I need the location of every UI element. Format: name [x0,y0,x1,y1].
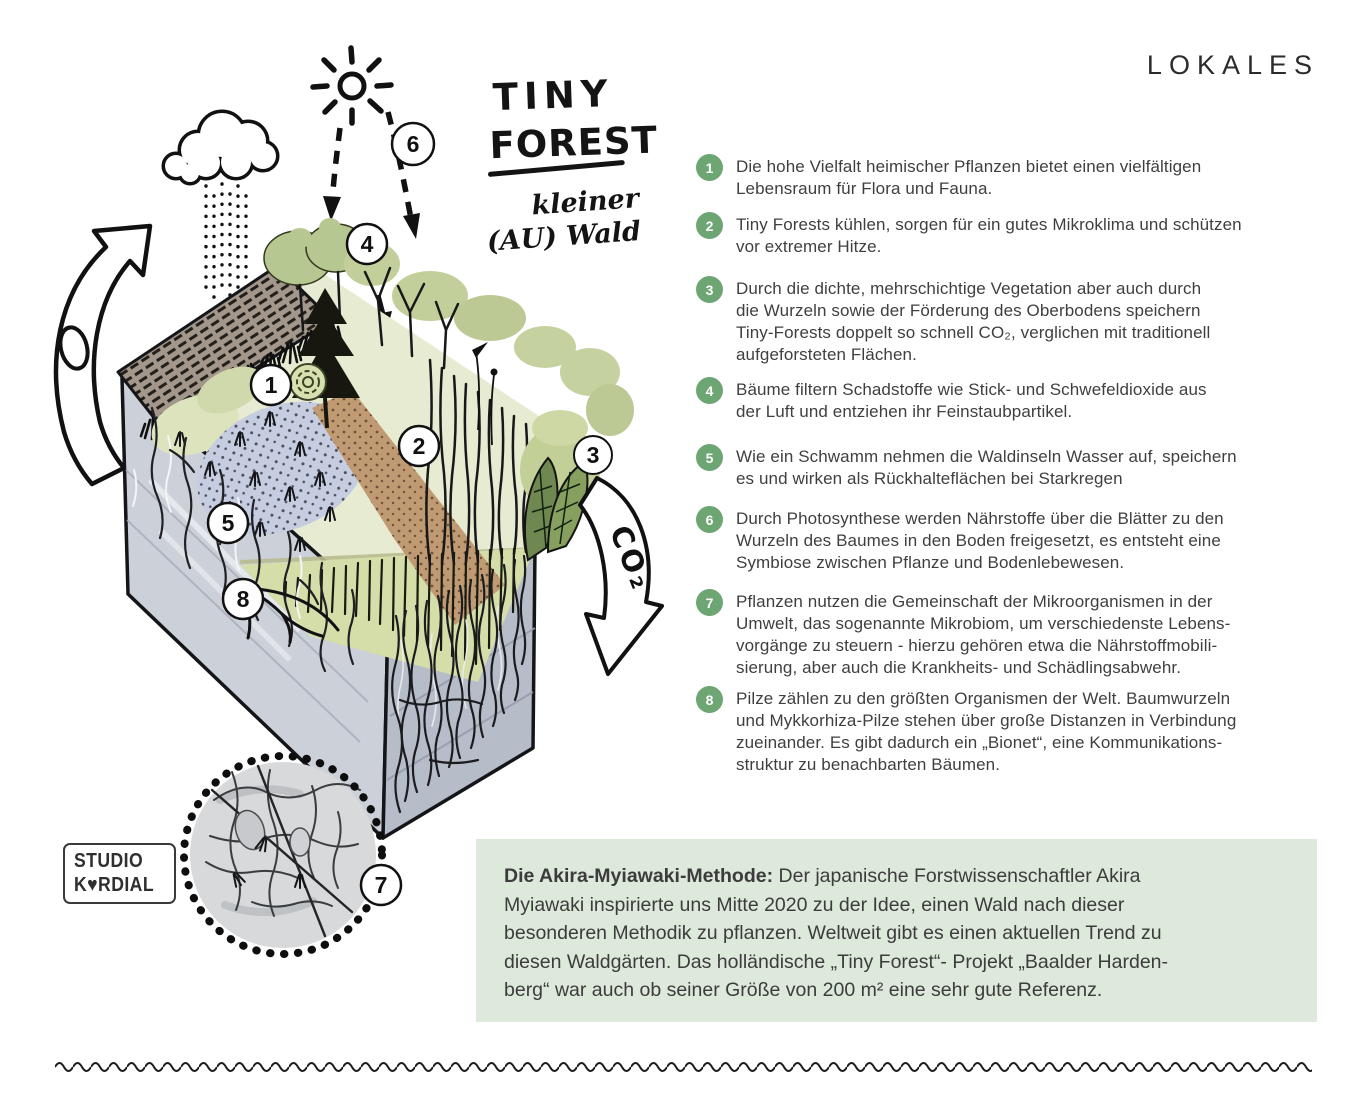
rain-dots [204,182,248,304]
carbon-cycle-up-arrow-icon [53,223,153,487]
list-item: 3 Durch die dichte, mehrschichtige Veget… [696,276,1336,366]
list-badge: 8 [696,686,723,713]
logo-line1: STUDIO [74,850,144,872]
svg-text:2: 2 [413,433,426,459]
list-badge: 3 [696,276,723,303]
list-item-text: Wie ein Schwamm nehmen die Waldinseln Wa… [736,447,1237,488]
title-line1: TINY [492,72,614,119]
list-item-text: Pilze zählen zu den größten Organismen d… [736,689,1237,774]
svg-text:5: 5 [222,510,235,536]
marker-3: 3 [573,435,613,475]
studio-kordial-logo: STUDIO K♥RDIAL [63,843,176,905]
sun-icon [310,45,394,126]
roots-right-face [391,554,527,814]
list-badge: 5 [696,444,723,471]
seed-stems [475,351,495,446]
list-badge: 1 [696,154,723,181]
tiny-forest-illustration: CO₂ [53,45,664,958]
list-badge: 6 [696,506,723,533]
svg-text:kleiner: kleiner [531,183,642,222]
illustration-title: TINY FOREST [488,72,659,177]
method-box-lead: Die Akira-Myiawaki-Methode: [504,865,774,887]
list-item: 6 Durch Photosynthese werden Nährstoffe … [696,506,1336,574]
list-badge: 4 [696,377,723,404]
page-title: LOKALES [1146,50,1319,80]
list-item-text: Tiny Forests kühlen, sorgen für ein gute… [736,215,1242,256]
wave-divider [55,1058,1312,1076]
svg-text:(AU) Wald: (AU) Wald [486,216,642,258]
marker-6: 6 [390,121,436,167]
list-item: 1 Die hohe Vielfalt heimischer Pflanzen … [696,154,1336,200]
marker-1: 1 [249,363,293,407]
svg-text:8: 8 [237,586,250,612]
svg-text:1: 1 [265,372,278,398]
marker-7: 7 [359,863,403,907]
marker-4: 4 [345,222,389,266]
svg-text:7: 7 [375,872,388,898]
svg-text:3: 3 [587,442,600,468]
list-badge: 7 [696,589,723,616]
marker-5: 5 [206,501,250,545]
co2-release-arrow-icon: CO₂ [578,476,664,676]
marker-2: 2 [397,424,441,468]
list-item: 5 Wie ein Schwamm nehmen die Waldinseln … [696,444,1336,490]
list-item-text: Bäume filtern Schadstoffe wie Stick- und… [736,380,1207,421]
rain-cloud-icon [161,109,280,304]
method-box-body: Der japanische Forstwissenschaftler Akir… [504,865,1169,1001]
list-item: 7 Pflanzen nutzen die Gemeinschaft der M… [696,589,1336,679]
svg-text:4: 4 [361,231,374,257]
marker-8: 8 [221,577,265,621]
list-item-text: Pflanzen nutzen die Gemeinschaft der Mik… [736,592,1231,677]
dotted-ring [180,752,386,958]
logo-line2: K♥RDIAL [74,873,155,896]
rosette-plant-icon [289,363,327,401]
list-item: 2 Tiny Forests kühlen, sorgen für ein gu… [696,212,1336,258]
list-item-text: Die hohe Vielfalt heimischer Pflanzen bi… [736,157,1202,198]
title-line2: FOREST [489,118,659,167]
list-item-text: Durch Photosynthese werden Nährstoffe üb… [736,509,1224,572]
soil-magnifier-circle [180,752,386,958]
list-item: 4 Bäume filtern Schadstoffe wie Stick- u… [696,377,1336,423]
illustration-markers: 1 2 3 4 5 6 7 8 [206,121,613,907]
illustration-subtitle: kleiner (AU) Wald [486,183,642,258]
svg-text:6: 6 [407,131,420,157]
method-box: Die Akira-Myiawaki-Methode: Der japanisc… [476,839,1317,1022]
list-badge: 2 [696,212,723,239]
list-item: 8 Pilze zählen zu den größten Organismen… [696,686,1336,776]
list-item-text: Durch die dichte, mehrschichtige Vegetat… [736,279,1211,364]
